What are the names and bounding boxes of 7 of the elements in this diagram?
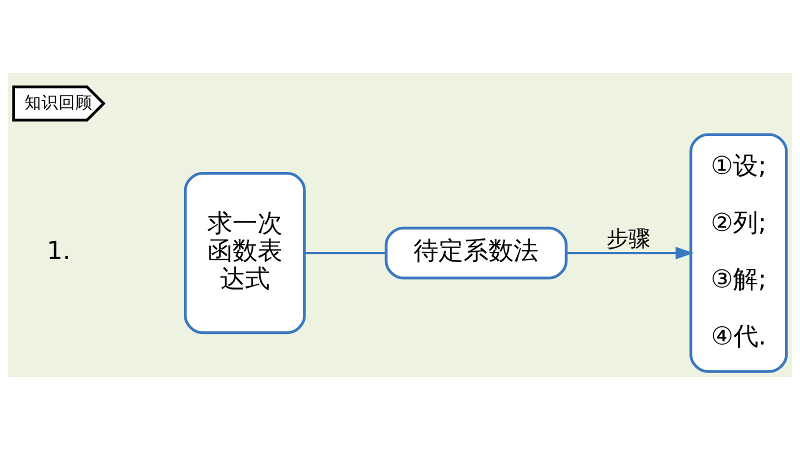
edge-label: 步骤 bbox=[606, 226, 651, 252]
label: 1. bbox=[46, 236, 70, 266]
arrow bbox=[566, 246, 694, 260]
connector bbox=[304, 252, 386, 254]
node-box: ①设; ②列; ③解; ④代. bbox=[689, 133, 788, 373]
node-box: 待定系数法 bbox=[384, 226, 568, 280]
node-box: 求一次函数表达式 bbox=[184, 172, 306, 334]
